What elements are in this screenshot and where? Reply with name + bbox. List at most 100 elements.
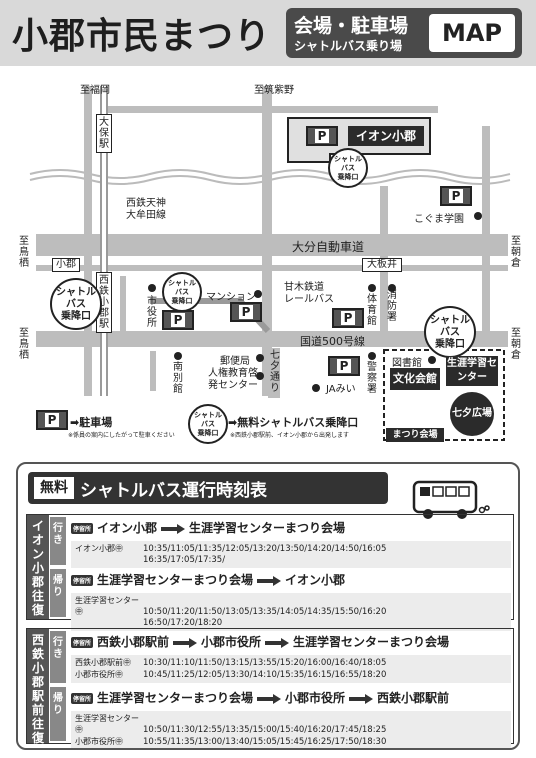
place-mansion: マンション: [206, 292, 256, 303]
dot-fire-station: [388, 284, 396, 292]
times-station-outbound: 西鉄小郡駅前㊥ 10:30/11:10/11:50/13:15/13:55/15:…: [71, 655, 511, 683]
time-values: 10:35/11:05/11:35/12:05/13:20/13:50/14:2…: [143, 544, 387, 554]
parking-aeon: P: [306, 126, 338, 146]
venue-map: 至福岡 至筑紫野 至鳥栖 至鳥栖 至朝倉 至朝倉 大保駅 西鉄小郡駅 小郡 西鉄…: [0, 66, 536, 450]
place-kogumagakuen: こぐま学園: [414, 214, 464, 225]
route-stop: 生涯学習センターまつり会場: [293, 635, 450, 649]
dot-library: [428, 356, 436, 364]
parking-mansion: P: [230, 302, 262, 322]
dot-city-office: [148, 284, 156, 292]
place-post-office: 郵便局: [220, 356, 250, 367]
road-tanabata: 七夕通り: [270, 350, 280, 394]
time-station: 生涯学習センター㊥: [75, 714, 139, 734]
direction-outbound: 行き: [50, 631, 66, 683]
map-background: [29, 86, 511, 441]
route-stop: 西鉄小郡駅前: [97, 635, 170, 649]
place-culture-hall: 文化会館: [390, 368, 440, 390]
place-gym: 体育館: [367, 294, 377, 327]
place-lifelong-center: 生涯学習センター: [446, 356, 498, 386]
time-station: 小郡市役所㊥: [75, 737, 123, 746]
times-aeon-outbound: イオン小郡㊥ 10:35/11:05/11:35/12:05/13:20/13:5…: [71, 541, 511, 568]
direction-return: 帰り: [50, 687, 66, 741]
route-stop: 西鉄小郡駅前: [377, 691, 450, 705]
page-header: 小郡市民まつり 会場・駐車場 シャトルバス乗り場 MAP: [0, 0, 536, 66]
direction-return: 帰り: [50, 569, 66, 617]
route-stop: イオン小郡: [285, 573, 346, 587]
road-route500: 国道500号線: [300, 335, 365, 348]
place-festival-venue: まつり会場: [386, 428, 444, 442]
direction-asakura-2: 至朝倉: [511, 328, 521, 361]
dot-post-office: [256, 354, 264, 362]
stop-tag: 停留所: [71, 637, 94, 648]
dot-minami-annex: [174, 352, 182, 360]
dot-ja-mi: [312, 384, 320, 392]
route-stop: 小郡市役所: [201, 635, 262, 649]
dot-mansion: [254, 290, 262, 298]
dot-kogumagakuen: [474, 212, 482, 220]
section-aeon-round-trip: イオン小郡往復 行き 停留所イオン小郡生涯学習センターまつり会場 イオン小郡㊥ 1…: [26, 514, 514, 631]
place-library: 図書館: [392, 358, 422, 369]
time-values: 10:50/11:20/11:50/13:05/13:35/14:05/14:3…: [143, 607, 387, 617]
arrow-right-icon: [265, 637, 290, 648]
header-info-box: 会場・駐車場 シャトルバス乗り場 MAP: [286, 8, 522, 58]
arrow-right-icon: [161, 523, 186, 534]
parking-ja: P: [328, 356, 360, 376]
timetable-panel: 無料 シャトルバス運行時刻表 イオン小郡往復 行き 停留所イオン小郡生涯学習セン…: [16, 462, 520, 750]
shuttle-stop-station: シャトル バス 乗降口: [50, 278, 102, 330]
road-oitai: 大板井: [362, 258, 402, 272]
place-fire-station: 消防署: [387, 290, 397, 323]
direction-chikushino: 至筑紫野: [254, 85, 294, 96]
route-station-outbound: 停留所西鉄小郡駅前 小郡市役所 生涯学習センターまつり会場: [71, 633, 449, 653]
parking-kogumagakuen: P: [440, 186, 472, 206]
header-subtitle-shuttle: シャトルバス乗り場: [294, 39, 403, 53]
shuttle-stop-aeon: シャトル バス 乗降口: [328, 148, 368, 188]
time-values: 10:55/11:35/13:00/13:40/15:05/15:45/16:2…: [143, 737, 387, 747]
dot-human-rights-center: [256, 372, 264, 380]
route-aeon-return: 停留所生涯学習センターまつり会場イオン小郡: [71, 571, 345, 591]
line-amagi: 甘木鉄道 レールバス: [284, 282, 334, 305]
arrow-right-icon: [257, 575, 282, 586]
timetable-header: 無料 シャトルバス運行時刻表: [28, 472, 388, 504]
station-ogori: 小郡: [52, 258, 80, 272]
direction-torisu-2: 至鳥栖: [19, 328, 29, 361]
map-label: MAP: [429, 14, 515, 52]
time-station: イオン小郡㊥: [75, 544, 123, 553]
time-station: 西鉄小郡駅前㊥: [75, 658, 131, 667]
place-police: 警察署: [367, 362, 377, 395]
time-station: 生涯学習センター㊥: [75, 596, 139, 616]
parking-gym: P: [332, 308, 364, 328]
timetable-title: シャトルバス運行時刻表: [80, 481, 267, 501]
direction-fukuoka: 至福岡: [80, 85, 110, 96]
direction-torisu-1: 至鳥栖: [19, 236, 29, 269]
legend-shuttle-icon: シャトル バス 乗降口: [188, 404, 228, 444]
time-values: 10:45/11:25/12:05/13:30/14:10/15:35/16:1…: [143, 670, 387, 680]
line-nishitetsu: 西鉄天神 大牟田線: [126, 198, 166, 221]
time-values: 16:35/17:05/17:35/: [143, 555, 226, 565]
legend-shuttle-note: ※西鉄小郡駅前、イオン小郡から出発します: [230, 432, 350, 439]
direction-outbound: 行き: [50, 517, 66, 565]
free-badge: 無料: [34, 477, 74, 499]
route-stop: 生涯学習センターまつり会場: [97, 691, 254, 705]
section-label: イオン小郡往復: [27, 515, 49, 619]
road-oita-expressway: 大分自動車道: [292, 240, 365, 254]
dot-gym: [368, 284, 376, 292]
stop-tag: 停留所: [71, 693, 94, 704]
page-title: 小郡市民まつり: [12, 16, 272, 57]
route-aeon-outbound: 停留所イオン小郡生涯学習センターまつり会場: [71, 519, 345, 539]
place-ja-mi: JAみい: [326, 384, 356, 395]
route-stop: イオン小郡: [97, 521, 158, 535]
route-stop: 小郡市役所: [285, 691, 346, 705]
route-station-return: 停留所生涯学習センターまつり会場 小郡市役所 西鉄小郡駅前: [71, 689, 449, 709]
times-aeon-return: 生涯学習センター㊥ 10:50/11:20/11:50/13:05/13:35/1…: [71, 593, 511, 631]
shuttle-stop-city-office: シャトル バス 乗降口: [162, 272, 202, 312]
place-tanabata-plaza: 七夕広場: [450, 392, 494, 436]
arrow-right-icon: [257, 693, 282, 704]
time-station: 小郡市役所㊥: [75, 670, 123, 679]
shuttle-stop-venue: シャトル バス 乗降口: [424, 306, 476, 358]
header-subtitle-venue: 会場・駐車場: [294, 15, 409, 37]
time-values: 10:30/11:10/11:50/13:15/13:55/15:20/16:0…: [143, 658, 387, 668]
arrow-right-icon: [349, 693, 374, 704]
station-ohara: 大保駅: [96, 114, 112, 153]
section-station-round-trip: 西鉄小郡駅前往復 行き 停留所西鉄小郡駅前小郡市役所生涯学習センターまつり会場 …: [26, 628, 514, 748]
